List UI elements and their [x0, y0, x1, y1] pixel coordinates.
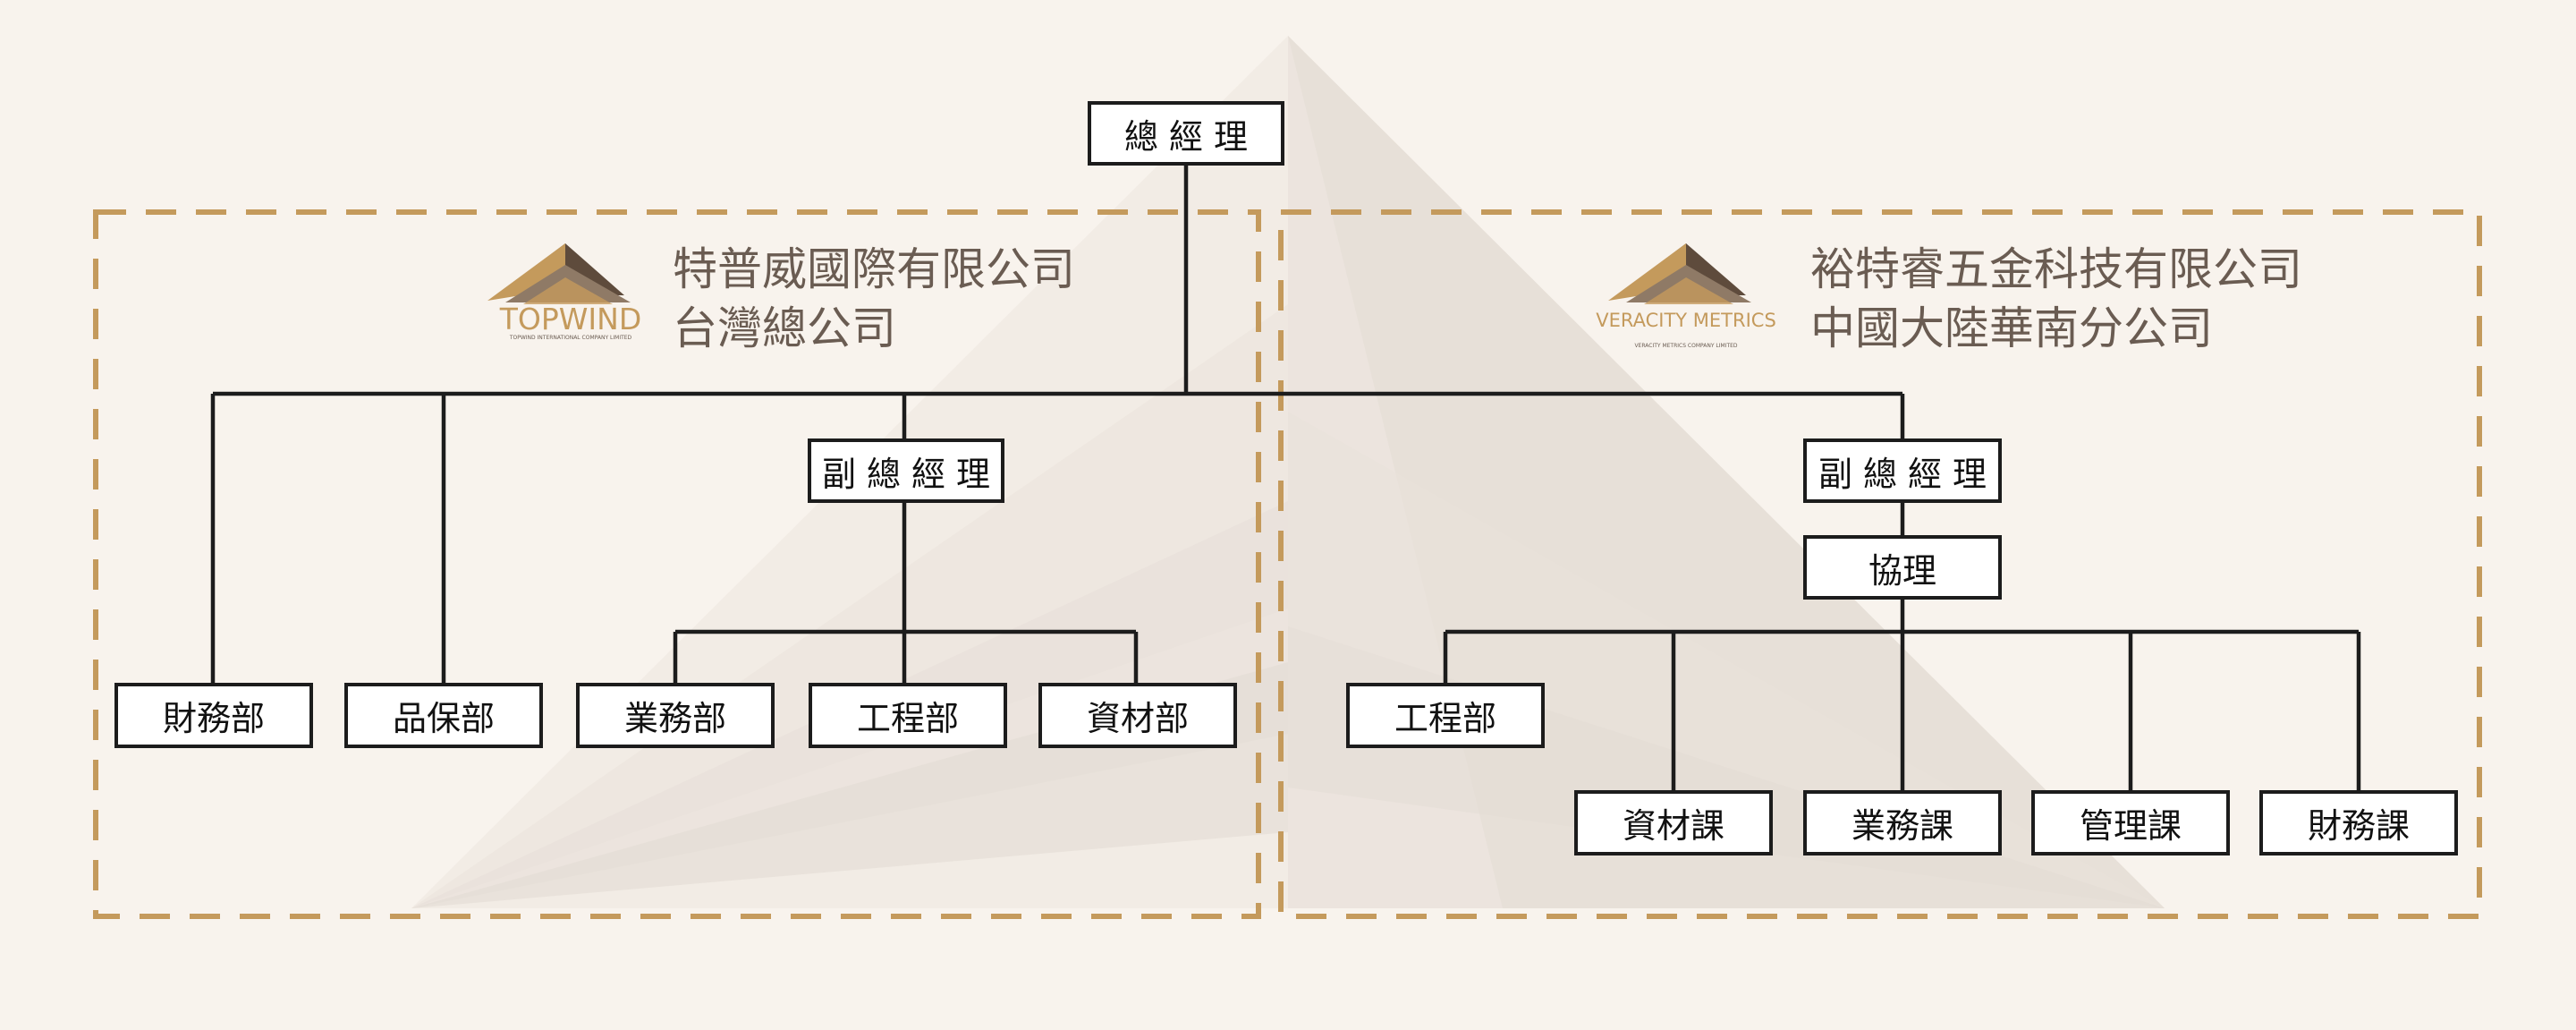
veracity-logo-tagline: VERACITY METRICS COMPANY LIMITED	[1634, 343, 1738, 349]
topwind-logo-icon	[487, 243, 631, 304]
right-company-line2: 中國大陸華南分公司	[1810, 302, 2213, 354]
node-right-section-sales: 業務課	[1803, 790, 2002, 855]
node-right-dept-engineering: 工程部	[1346, 683, 1545, 748]
node-right-section-management: 管理課	[2031, 790, 2230, 855]
node-left-vice-gm: 副總經理	[808, 438, 1004, 503]
node-left-dept-materials: 資材部	[1038, 683, 1237, 748]
left-group-border	[93, 209, 1261, 919]
veracity-logo-icon	[1608, 243, 1751, 304]
node-right-vice-gm: 副總經理	[1803, 438, 2002, 503]
connector-lines	[210, 164, 2361, 790]
watermark-ray	[1288, 412, 2165, 908]
logo-wing	[523, 277, 613, 304]
node-right-section-materials: 資材課	[1574, 790, 1773, 855]
left-company-name: 特普威國際有限公司 台灣總公司	[673, 240, 1075, 358]
left-company-line2: 台灣總公司	[673, 302, 896, 354]
left-company-line1: 特普威國際有限公司	[673, 243, 1075, 295]
logo-wing	[1644, 277, 1733, 304]
node-left-dept-finance: 財務部	[114, 683, 313, 748]
node-left-dept-engineering: 工程部	[809, 683, 1007, 748]
node-right-section-finance: 財務課	[2259, 790, 2458, 855]
topwind-logo-tagline: TOPWIND INTERNATIONAL COMPANY LIMITED	[509, 335, 632, 341]
veracity-logo-text: VERACITY METRICS	[1596, 310, 1776, 331]
right-company-line1: 裕特睿五金科技有限公司	[1810, 243, 2302, 295]
node-general-manager: 總經理	[1088, 101, 1284, 166]
watermark-ray	[411, 304, 1288, 908]
node-left-dept-qa: 品保部	[344, 683, 543, 748]
topwind-logo-text: TOPWIND	[499, 302, 642, 336]
right-company-name: 裕特睿五金科技有限公司 中國大陸華南分公司	[1810, 240, 2302, 358]
node-left-dept-sales: 業務部	[576, 683, 775, 748]
node-right-assistant-manager: 協理	[1803, 535, 2002, 600]
